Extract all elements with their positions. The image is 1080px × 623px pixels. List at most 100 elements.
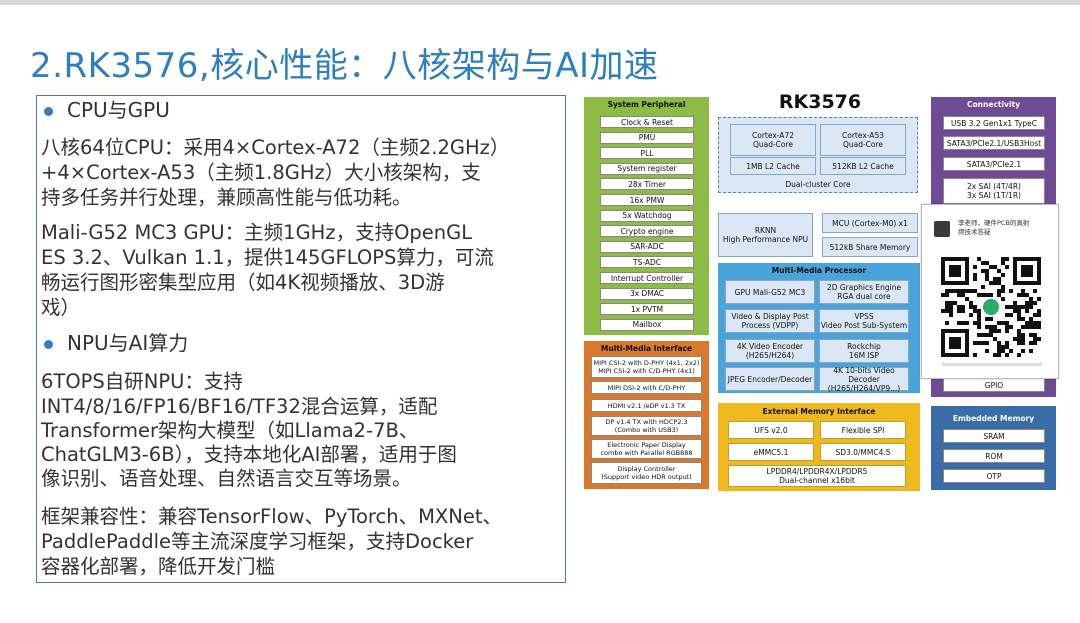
embedded-memory-title: Embedded Memory <box>952 413 1035 423</box>
cpu-cluster-label: Dual-cluster Core <box>785 179 851 189</box>
body-text-span: ChatGLM3-6B），支持本地化AI部署，适用于图 <box>41 443 457 466</box>
external-memory-item: SD3.0/MMC4.5 <box>820 443 906 461</box>
mm-interface-item: MIPI CSI-2 with D-PHY (4x1, 2x2) MIPI CS… <box>591 356 702 378</box>
body-text-span: 戏） <box>41 296 81 319</box>
embedded-memory-item: ROM <box>943 449 1045 463</box>
body-text-span: NPU与AI算力 <box>67 331 189 355</box>
slide-title: 2.RK3576,核心性能：八核架构与AI加速 <box>30 46 659 86</box>
connectivity-item: 2x SAI (4T/4R) 3x SAI (1T/1R) <box>943 178 1045 204</box>
body-text-span: +4×Cortex-A53（主频1.8GHz）大小核架构，支 <box>41 161 481 184</box>
mm-interface-item: DP v1.4 TX with HDCP2.3 (Combo with USB3… <box>591 416 702 436</box>
mm-processor-item: Rockchip 16M ISP <box>819 339 909 363</box>
body-line: 像识别、语音处理、自然语言交互等场景。 <box>41 467 412 490</box>
body-line: Transformer架构大模型（如Llama2-7B、 <box>41 419 418 442</box>
mcu-block: MCU (Cortex-M0) x1 <box>822 213 918 233</box>
peripheral-item: System register <box>600 162 694 175</box>
mm-processor-title: Multi-Media Processor <box>771 265 867 275</box>
qr-card-text: 李老师，硬件PCB的真射 频技术答疑 <box>958 219 1030 236</box>
body-text-span: Transformer架构大模型（如Llama2-7B、 <box>41 419 419 442</box>
body-line: 畅运行图形密集型应用（如4K视频播放、3D游 <box>41 271 445 294</box>
qr-footer <box>942 363 1042 366</box>
body-line: 框架兼容性：兼容TensorFlow、PyTorch、MXNet、 <box>41 505 502 528</box>
connectivity-title: Connectivity <box>967 99 1020 109</box>
body-line: ES 3.2、Vulkan 1.1，提供145GFLOPS算力，可流 <box>41 246 494 269</box>
embedded-memory-item: SRAM <box>943 429 1045 443</box>
embedded-memory-item: OTP <box>943 469 1045 483</box>
mm-processor-item: 2D Graphics Engine RGA dual core <box>819 280 909 304</box>
cpu-a72: Cortex-A72 Quad-Core <box>730 124 816 156</box>
top-bar <box>0 0 1080 5</box>
body-text-span: 框架兼容性：兼容TensorFlow、PyTorch、MXNet、 <box>41 505 502 528</box>
peripheral-item: Mailbox <box>600 318 694 331</box>
body-line: Mali-G52 MC3 GPU：主频1GHz，支持OpenGL <box>41 221 472 244</box>
body-line: INT4/8/16/FP16/BF16/TF32混合运算，适配 <box>41 395 437 418</box>
external-memory-item: LPDDR4/LPDDR4X/LPDDR5 Dual-channel x16bi… <box>728 465 906 487</box>
peripheral-item: SAR-ADC <box>600 240 694 253</box>
body-text-span: 6TOPS自研NPU：支持 <box>41 370 243 393</box>
l2-cache-a53: 512KB L2 Cache <box>820 157 906 175</box>
body-text-span: CPU与GPU <box>67 98 170 122</box>
mm-processor-item: GPU Mali-G52 MC3 <box>725 280 815 304</box>
body-line: 八核64位CPU：采用4×Cortex-A72（主频2.2GHz） <box>41 136 509 159</box>
body-line: ChatGLM3-6B），支持本地化AI部署，适用于图 <box>41 443 457 466</box>
external-memory-title: External Memory Interface <box>762 406 876 416</box>
body-text-span: PaddlePaddle等主流深度学习框架，支持Docker <box>41 530 474 553</box>
share-memory-block: 512kB Share Memory <box>822 237 918 257</box>
peripheral-item: 16x PMW <box>600 194 694 206</box>
cpu-a53: Cortex-A53 Quad-Core <box>820 124 906 156</box>
external-memory-item: Flexible SPI <box>820 421 906 439</box>
peripheral-item: PMU <box>600 131 694 144</box>
connectivity-item: USB 3.2 Gen1x1 TypeC <box>943 116 1045 130</box>
body-text-span: Mali-G52 MC3 GPU：主频1GHz，支持OpenGL <box>41 221 473 244</box>
npu-block: RKNN High Performance NPU <box>718 213 813 257</box>
connectivity-item: SATA3/PCIe2.1/USB3Host <box>943 136 1045 150</box>
connectivity-item: SATA3/PCIe2.1 <box>943 157 1045 171</box>
section-heading: CPU与GPU <box>40 99 170 122</box>
text-box <box>36 95 566 583</box>
avatar <box>934 221 950 237</box>
mm-interface-item: HDMI v2.1 /eDP v1.3 TX <box>591 399 702 412</box>
mm-processor-item: JPEG Encoder/Decoder <box>725 367 815 391</box>
peripheral-item: 3x DMAC <box>600 287 694 300</box>
section-heading: NPU与AI算力 <box>40 332 188 355</box>
body-text-span: 持多任务并行处理，兼顾高性能与低功耗。 <box>41 186 412 209</box>
peripheral-item: Interrupt Controller <box>600 272 694 284</box>
body-line: 6TOPS自研NPU：支持 <box>41 370 243 393</box>
bullet-icon <box>44 340 53 349</box>
peripheral-item: Clock & Reset <box>600 116 694 128</box>
peripheral-item: 1x PVTM <box>600 303 694 316</box>
body-text-span: ES 3.2、Vulkan 1.1，提供145GFLOPS算力，可流 <box>41 246 494 269</box>
mm-processor-item: Video & Display Post Process (VDPP) <box>725 309 815 333</box>
external-memory-item: UFS v2.0 <box>728 421 814 439</box>
body-text-span: 八核64位CPU：采用4×Cortex-A72（主频2.2GHz） <box>41 136 510 159</box>
body-text-span: 畅运行图形密集型应用（如4K视频播放、3D游 <box>41 271 445 294</box>
peripheral-item: 5x Watchdog <box>600 209 694 222</box>
body-line: PaddlePaddle等主流深度学习框架，支持Docker <box>41 530 473 553</box>
mm-interface-item: Electronic Paper Display combo with Para… <box>591 439 702 459</box>
mm-processor-item: 4K Video Encoder (H265/H264) <box>725 339 815 363</box>
peripheral-item: Crypto engine <box>600 225 694 238</box>
body-text-span: INT4/8/16/FP16/BF16/TF32混合运算，适配 <box>41 395 438 418</box>
chip-name: RK3576 <box>778 91 862 113</box>
body-line: 持多任务并行处理，兼顾高性能与低功耗。 <box>41 186 412 209</box>
mm-processor-item: VPSS Video Post Sub-System <box>819 309 909 333</box>
body-line: 戏） <box>41 296 80 319</box>
peripheral-item: 28x Timer <box>600 178 694 191</box>
qr-code-icon <box>941 257 1041 357</box>
system-peripheral-title: System Peripheral <box>607 99 686 109</box>
l2-cache-a72: 1MB L2 Cache <box>730 157 816 175</box>
peripheral-item: PLL <box>600 147 694 160</box>
external-memory-item: eMMC5.1 <box>728 443 814 461</box>
qr-card: 李老师，硬件PCB的真射 频技术答疑 <box>921 204 1059 379</box>
body-text-span: 像识别、语音处理、自然语言交互等场景。 <box>41 467 412 490</box>
mm-interface-item: Display Controller (Support video HDR ou… <box>591 462 702 484</box>
mm-interface-title: Multi-Media Interface <box>600 343 693 353</box>
body-line: +4×Cortex-A53（主频1.8GHz）大小核架构，支 <box>41 161 481 184</box>
bullet-icon <box>44 107 53 116</box>
peripheral-item: TS-ADC <box>600 256 694 269</box>
body-text-span: 容器化部署，降低开发门槛 <box>41 555 276 578</box>
connectivity-item: GPIO <box>943 378 1045 392</box>
body-line: 容器化部署，降低开发门槛 <box>41 555 275 578</box>
mm-interface-item: MIPI DSI-2 with C/D-PHY <box>591 381 702 394</box>
mm-processor-item: 4K 10-bits Video Decoder (H265/H264/VP9.… <box>819 366 909 393</box>
